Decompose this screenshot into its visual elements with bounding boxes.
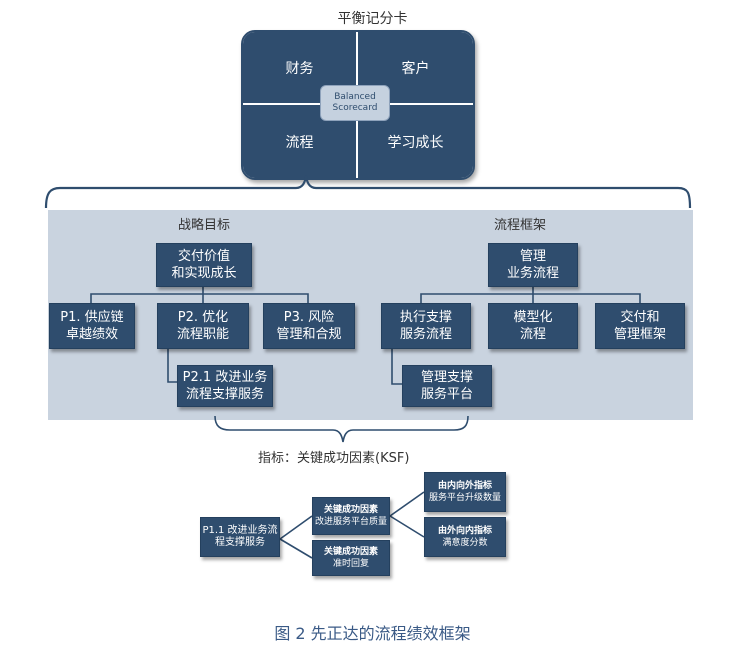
bsc-center-text: Balanced Scorecard bbox=[332, 92, 378, 113]
strategy-p2-text: P2. 优化 流程职能 bbox=[176, 310, 229, 342]
ksf-root-text: P1.1 改进业务流 程支撑服务 bbox=[202, 525, 278, 548]
process-title: 流程框架 bbox=[494, 218, 547, 233]
strategy-p21-text: P2.1 改进业务 流程支撑服务 bbox=[182, 370, 268, 402]
process-model-text: 模型化 流程 bbox=[513, 310, 553, 342]
process-platform-box: 管理支撑 服务平台 bbox=[402, 365, 492, 407]
strategy-p3-box: P3. 风险 管理和合规 bbox=[263, 303, 355, 349]
process-execute-box: 执行支撑 服务流程 bbox=[381, 303, 471, 349]
ksf-root-box: P1.1 改进业务流 程支撑服务 bbox=[200, 517, 280, 557]
process-top-text: 管理 业务流程 bbox=[506, 249, 559, 281]
ksf-metric1-box: 由内向外指标 服务平台升级数量 bbox=[424, 472, 506, 512]
strategy-p1-text: P1. 供应链 卓越绩效 bbox=[60, 310, 124, 342]
process-model-box: 模型化 流程 bbox=[488, 303, 578, 349]
ksf-factor2-text: 准时回复 bbox=[332, 559, 369, 569]
ksf-metric2-text: 满意度分数 bbox=[442, 538, 488, 548]
strategy-p21-box: P2.1 改进业务 流程支撑服务 bbox=[177, 365, 273, 407]
strategy-p3-text: P3. 风险 管理和合规 bbox=[276, 310, 342, 342]
ksf-factor1-title: 关键成功因素 bbox=[323, 505, 378, 515]
ksf-metric1-text: 服务平台升级数量 bbox=[428, 493, 501, 503]
figure-caption: 图 2 先正达的流程绩效框架 bbox=[274, 624, 471, 643]
top-bracket bbox=[44, 175, 692, 209]
process-top-box: 管理 业务流程 bbox=[488, 243, 578, 287]
ksf-factor2-title: 关键成功因素 bbox=[323, 547, 378, 557]
strategy-process-panel bbox=[48, 210, 693, 420]
ksf-metric2-title: 由外向内指标 bbox=[437, 526, 492, 536]
ksf-factor1-text: 改进服务平台质量 bbox=[314, 517, 387, 527]
ksf-metric2-box: 由外向内指标 满意度分数 bbox=[424, 517, 506, 557]
process-execute-text: 执行支撑 服务流程 bbox=[399, 310, 452, 342]
ksf-title: 指标：关键成功因素(KSF) bbox=[258, 451, 410, 466]
strategy-top-box: 交付价值 和实现成长 bbox=[156, 243, 252, 287]
strategy-title: 战略目标 bbox=[178, 218, 231, 233]
ksf-metric1-title: 由内向外指标 bbox=[437, 481, 492, 491]
strategy-top-text: 交付价值 和实现成长 bbox=[171, 249, 237, 281]
strategy-p1-box: P1. 供应链 卓越绩效 bbox=[49, 303, 135, 349]
strategy-p2-box: P2. 优化 流程职能 bbox=[157, 303, 249, 349]
process-deliver-text: 交付和 管理框架 bbox=[613, 310, 666, 342]
ksf-factor2-box: 关键成功因素 准时回复 bbox=[312, 540, 390, 576]
process-platform-text: 管理支撑 服务平台 bbox=[420, 370, 473, 402]
bsc-center-label: Balanced Scorecard bbox=[320, 85, 390, 121]
bsc-title: 平衡记分卡 bbox=[337, 11, 408, 27]
process-deliver-box: 交付和 管理框架 bbox=[595, 303, 685, 349]
ksf-factor1-box: 关键成功因素 改进服务平台质量 bbox=[312, 497, 390, 535]
